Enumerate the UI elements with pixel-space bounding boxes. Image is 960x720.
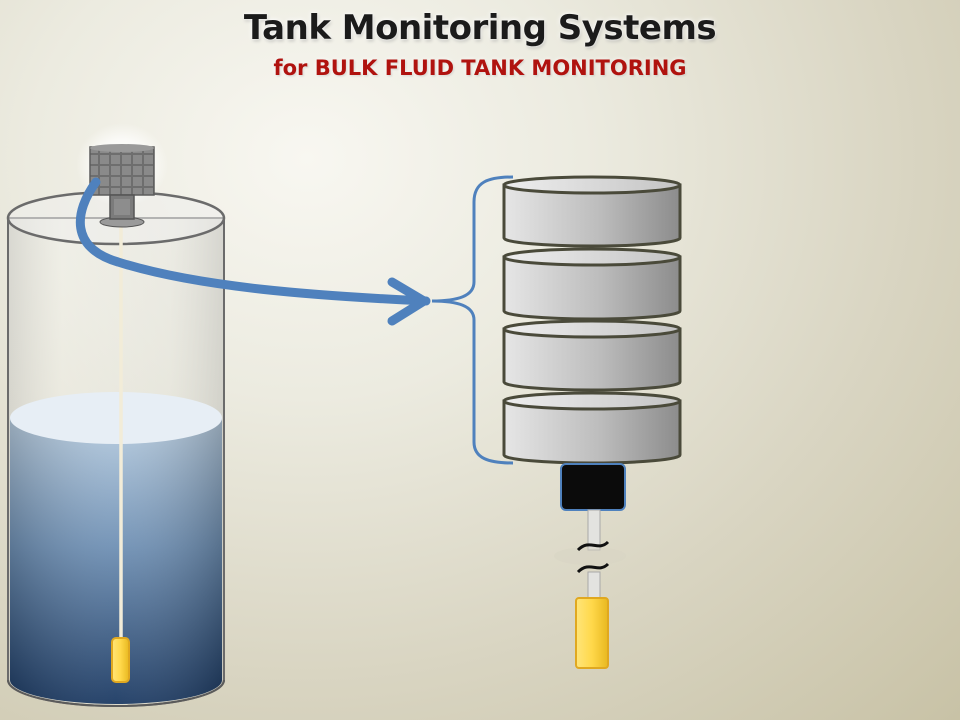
detail-float-icon bbox=[575, 597, 609, 669]
sensor-stack-detail bbox=[502, 175, 682, 669]
sensor-disk bbox=[502, 391, 682, 465]
sensor-disk bbox=[502, 175, 682, 248]
arrow-to-detail bbox=[75, 177, 431, 326]
page-subtitle: for BULK FLUID TANK MONITORING bbox=[273, 56, 687, 80]
probe-break-icon bbox=[554, 540, 626, 574]
fluid-surface bbox=[10, 392, 222, 444]
tank-fluid bbox=[10, 392, 222, 704]
detail-brace bbox=[431, 175, 514, 465]
sensor-disk bbox=[502, 247, 682, 321]
sensor-base-fitting bbox=[560, 463, 626, 511]
title-block: Tank Monitoring Systems for BULK FLUID T… bbox=[0, 6, 960, 86]
storage-tank bbox=[6, 190, 226, 707]
page-title: Tank Monitoring Systems bbox=[243, 8, 717, 48]
sensor-head-icon bbox=[76, 123, 168, 220]
float-icon bbox=[111, 637, 130, 683]
sensor-disk bbox=[502, 319, 682, 392]
